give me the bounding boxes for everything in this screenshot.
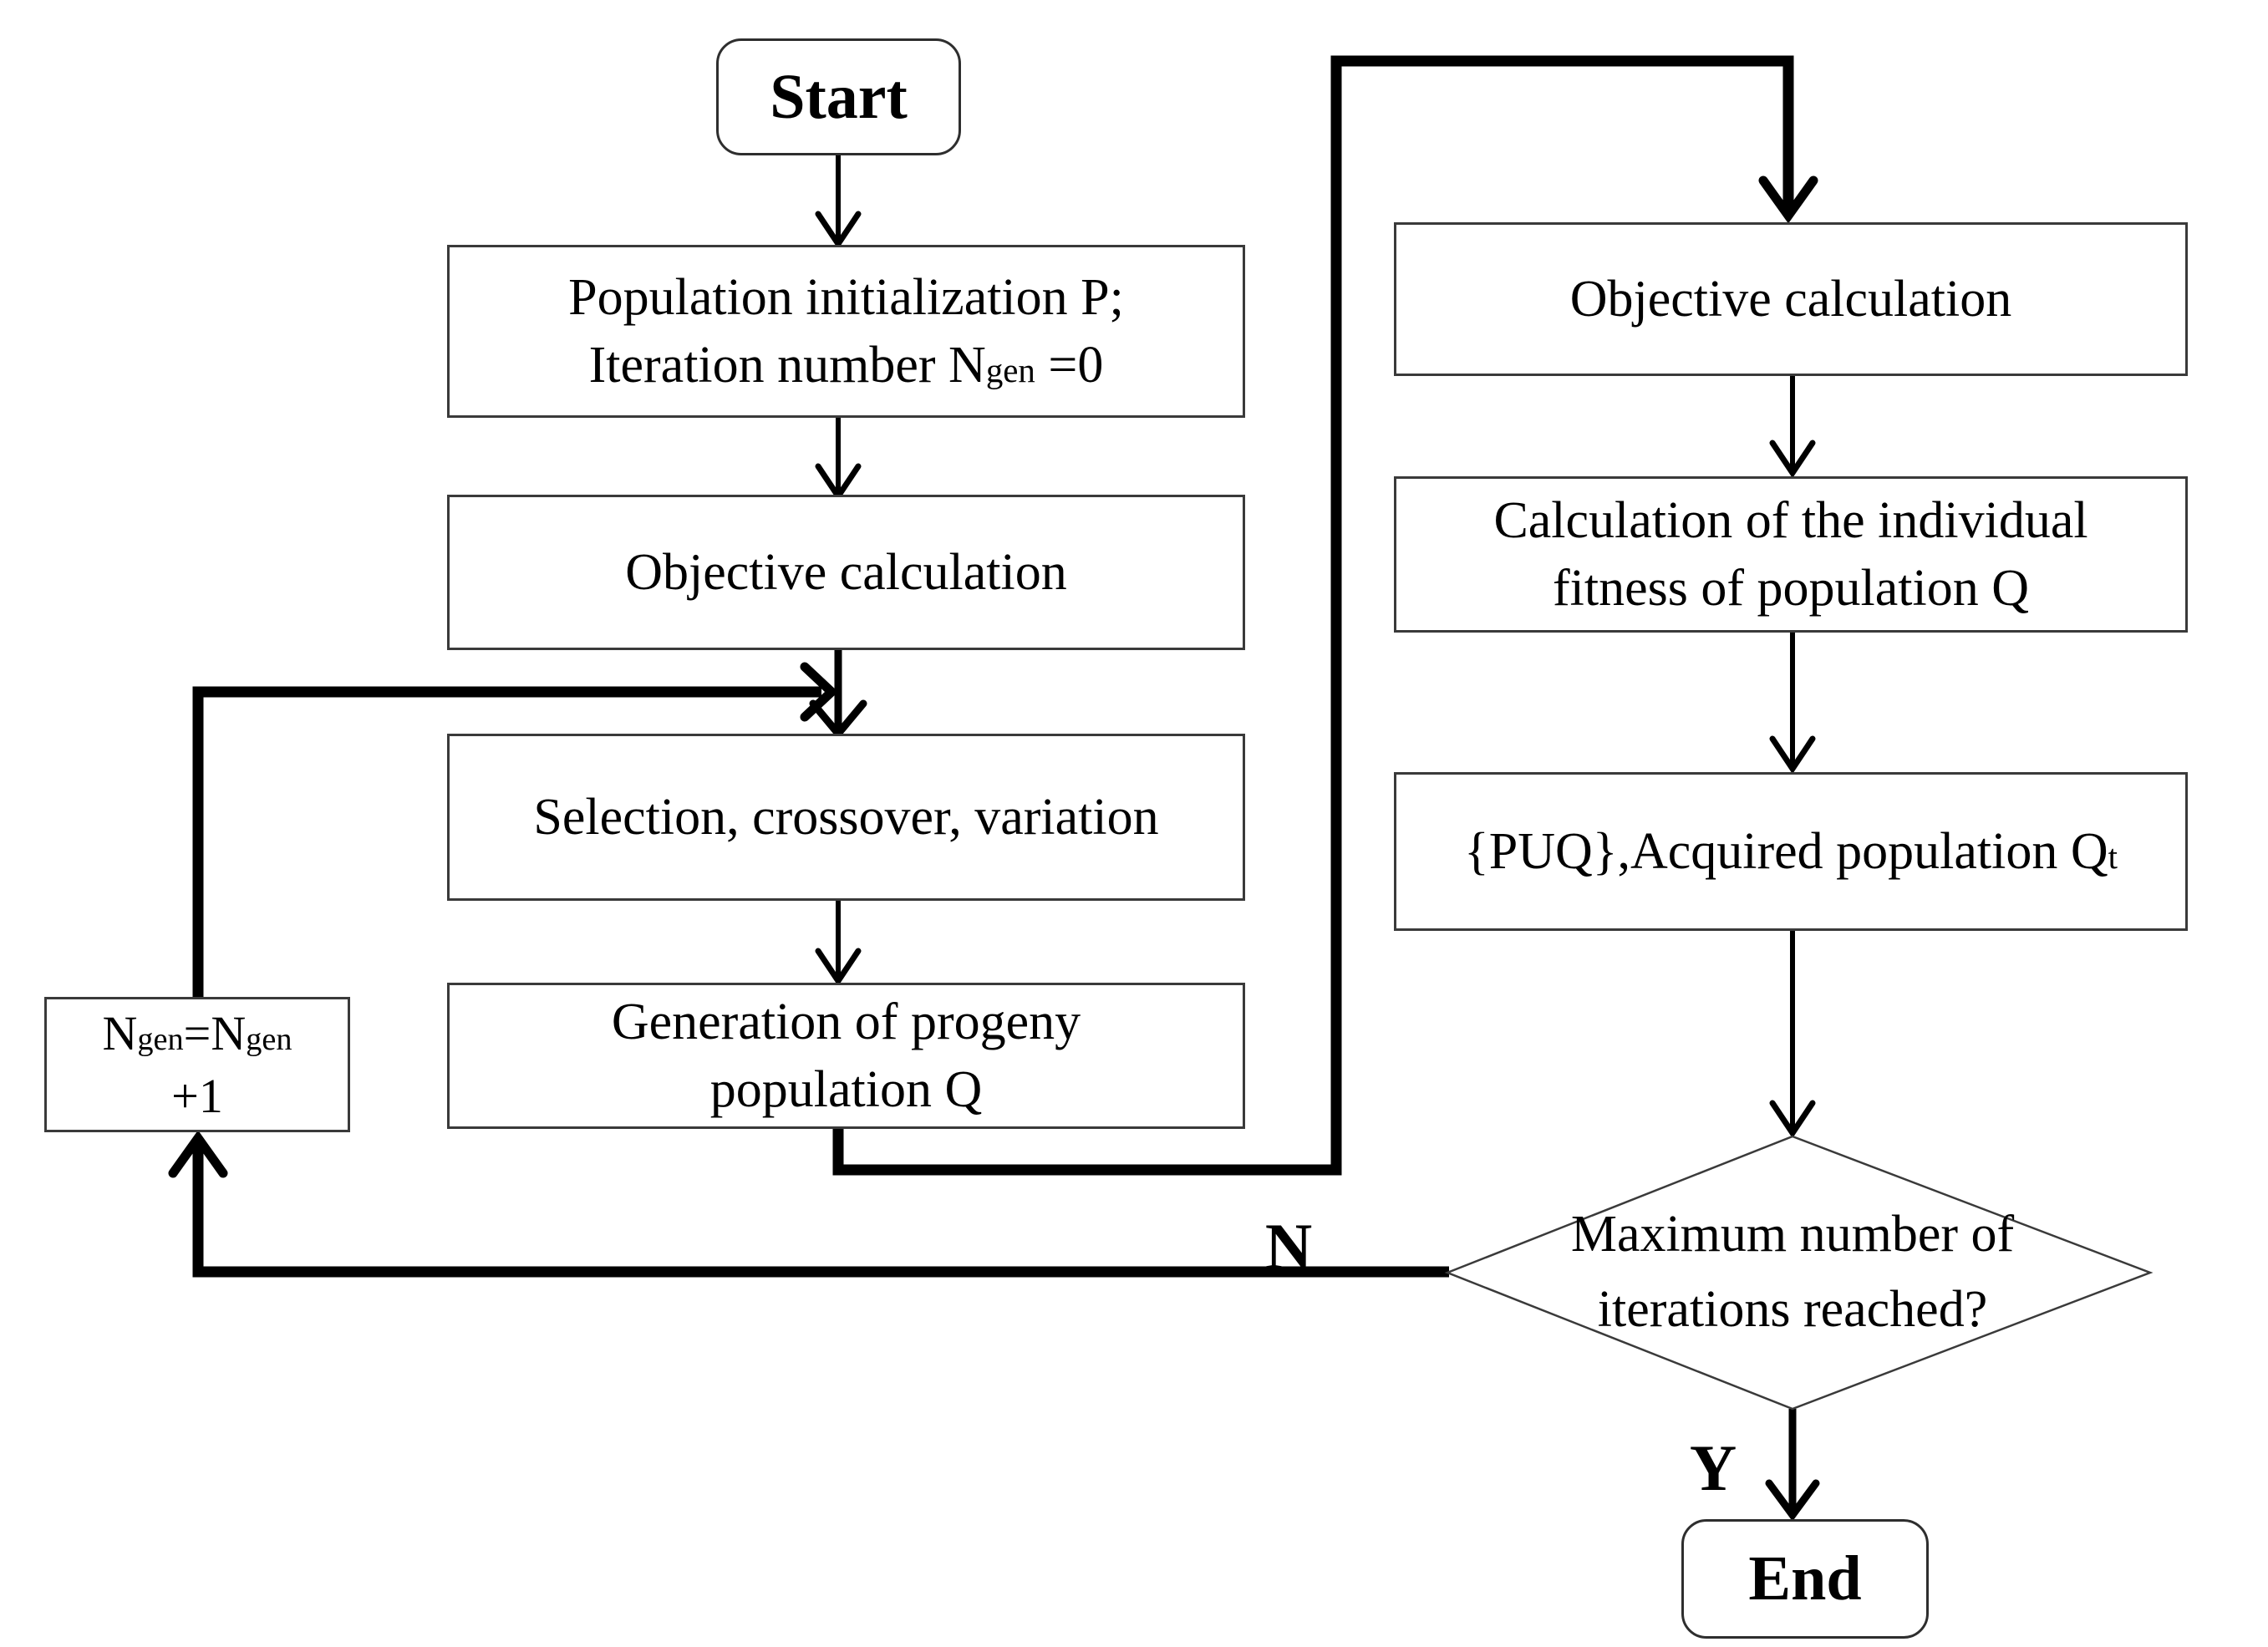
population-initialization-line2: Iteration number Ngen =0 bbox=[588, 336, 1104, 394]
counter-line2: +1 bbox=[171, 1069, 223, 1123]
edge-progeny-to-objective-right bbox=[832, 55, 1794, 1176]
fitness-line2: fitness of population Q bbox=[1553, 559, 2029, 617]
iteration-counter-node: Ngen=Ngen +1 bbox=[44, 997, 350, 1132]
objective-calculation-right-label: Objective calculation bbox=[1569, 270, 2012, 328]
generation-of-progeny-node: Generation of progeny population Q bbox=[447, 983, 1245, 1129]
objective-calculation-left-node: Objective calculation bbox=[447, 495, 1245, 650]
arrowhead-into-counter bbox=[168, 1130, 228, 1178]
population-initialization-node: Population initialization P; Iteration n… bbox=[447, 245, 1245, 418]
acquired-population-node: {PUQ},Acquired population Qt bbox=[1394, 772, 2188, 931]
end-label: End bbox=[1748, 1543, 1862, 1614]
branch-label-no: N bbox=[1264, 1210, 1313, 1283]
edge-decision-to-counter bbox=[192, 1145, 1449, 1278]
decision-line2: iterations reached? bbox=[1597, 1281, 1988, 1338]
decision-line1: Maximum number of bbox=[1570, 1206, 2015, 1263]
progeny-line1: Generation of progeny bbox=[611, 993, 1081, 1050]
branch-label-yes: Y bbox=[1689, 1431, 1737, 1504]
objective-calculation-left-label: Objective calculation bbox=[625, 543, 1067, 601]
acquired-population-label: {PUQ},Acquired population Qt bbox=[1463, 822, 2118, 880]
ngen-subscript: gen bbox=[985, 351, 1035, 389]
individual-fitness-node: Calculation of the individual fitness of… bbox=[1394, 476, 2188, 633]
selection-crossover-variation-node: Selection, crossover, variation bbox=[447, 734, 1245, 901]
arrowhead-into-fitness bbox=[1769, 440, 1816, 479]
counter-sub1: gen bbox=[137, 1021, 184, 1057]
arrowhead-into-merge bbox=[1769, 735, 1816, 775]
qt-subscript: t bbox=[2108, 837, 2118, 876]
arrowhead-into-objective-right bbox=[1758, 175, 1818, 224]
decision-diamond bbox=[1444, 1135, 2154, 1411]
edge-counter-to-selection bbox=[192, 686, 821, 999]
arrowhead-junction-selection bbox=[800, 662, 839, 722]
population-initialization-line1: Population initialization P; bbox=[568, 268, 1124, 326]
counter-sub2: gen bbox=[246, 1021, 292, 1057]
arrowhead-into-decision bbox=[1769, 1100, 1816, 1139]
start-node: Start bbox=[716, 38, 961, 155]
max-iterations-decision-label: Maximum number of iterations reached? bbox=[1500, 1193, 2085, 1352]
arrowhead-into-progeny bbox=[815, 948, 862, 987]
start-label: Start bbox=[770, 61, 908, 132]
end-node: End bbox=[1681, 1519, 1929, 1639]
fitness-line1: Calculation of the individual bbox=[1493, 491, 2088, 549]
arrowhead-into-end bbox=[1765, 1479, 1820, 1522]
counter-line1: Ngen=Ngen bbox=[102, 1005, 292, 1060]
selection-label: Selection, crossover, variation bbox=[533, 788, 1159, 846]
objective-calculation-right-node: Objective calculation bbox=[1394, 222, 2188, 376]
arrowhead-into-init bbox=[815, 211, 862, 250]
progeny-line2: population Q bbox=[709, 1060, 983, 1118]
